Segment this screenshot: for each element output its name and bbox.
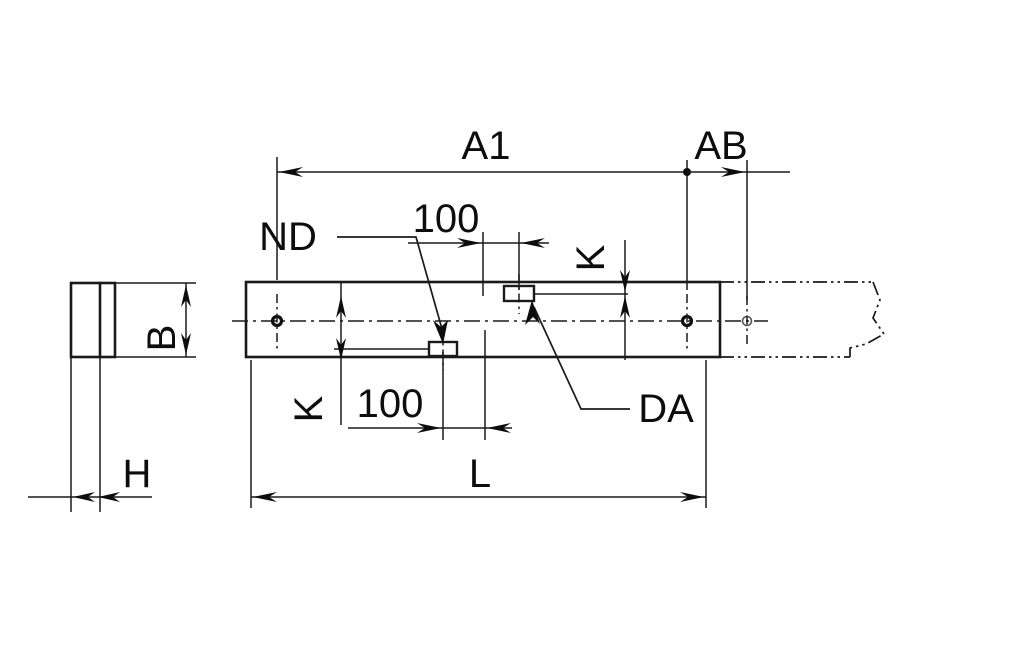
hundred-top-label: 100 xyxy=(413,197,480,241)
k-lower-arrow-top xyxy=(336,296,346,318)
hundred-top-dimension: 100 xyxy=(408,197,549,296)
slot-upper xyxy=(502,274,628,314)
k-lower-arrow-bottom xyxy=(336,338,346,360)
hole-right-outer xyxy=(741,296,753,348)
hole-left xyxy=(270,294,284,350)
l-dimension: L xyxy=(250,360,707,508)
da-leader-line xyxy=(533,306,630,410)
k-upper-arrow-top xyxy=(620,270,630,292)
a1-arrow-left xyxy=(279,167,303,177)
da-leader-arrow xyxy=(525,300,540,325)
nd-callout-label: ND xyxy=(259,215,317,259)
b-arrow-top xyxy=(181,285,191,307)
da-callout: DA xyxy=(525,300,694,431)
k-lower-label: K xyxy=(287,395,331,422)
ab-arrow-left xyxy=(721,167,745,177)
nd-leader-arrow xyxy=(433,320,448,344)
h-arrow-right xyxy=(98,492,120,502)
hundred-bottom-arrow-left xyxy=(417,423,441,433)
hundred-bottom-label: 100 xyxy=(357,382,424,426)
da-callout-label: DA xyxy=(638,387,694,431)
h-dimension-label: H xyxy=(123,452,152,496)
b-dimension-label: B xyxy=(140,325,184,352)
hole-right-inner xyxy=(680,294,694,350)
k-upper-label: K xyxy=(569,244,613,271)
l-arrow-right xyxy=(680,492,704,502)
a1-dimension-label: A1 xyxy=(462,124,511,168)
nd-leader-line xyxy=(337,236,445,337)
hundred-top-arrow-right xyxy=(521,238,545,248)
h-arrow-left xyxy=(73,492,95,502)
l-dimension-label: L xyxy=(469,452,491,496)
side-view-body xyxy=(69,281,117,359)
ab-dimension: AB xyxy=(687,124,790,300)
l-arrow-left xyxy=(253,492,277,502)
a1-dimension: A1 xyxy=(276,124,691,290)
nd-callout: ND xyxy=(259,215,448,344)
b-arrow-bottom xyxy=(181,333,191,355)
ab-dimension-label: AB xyxy=(694,124,747,168)
side-view-group: B H xyxy=(28,281,196,512)
phantom-break-zigzag xyxy=(849,281,886,357)
front-view-group: A1 AB ND DA 100 xyxy=(232,124,886,508)
k-lower-dimension: K xyxy=(287,282,346,425)
k-upper-dimension: K xyxy=(569,240,630,360)
hundred-bottom-dimension: 100 xyxy=(348,330,512,440)
hundred-top-arrow-left xyxy=(457,238,481,248)
break-continuation xyxy=(720,281,886,358)
hundred-bottom-arrow-right xyxy=(487,423,511,433)
k-upper-arrow-bottom xyxy=(620,296,630,318)
slot-lower xyxy=(334,330,459,370)
